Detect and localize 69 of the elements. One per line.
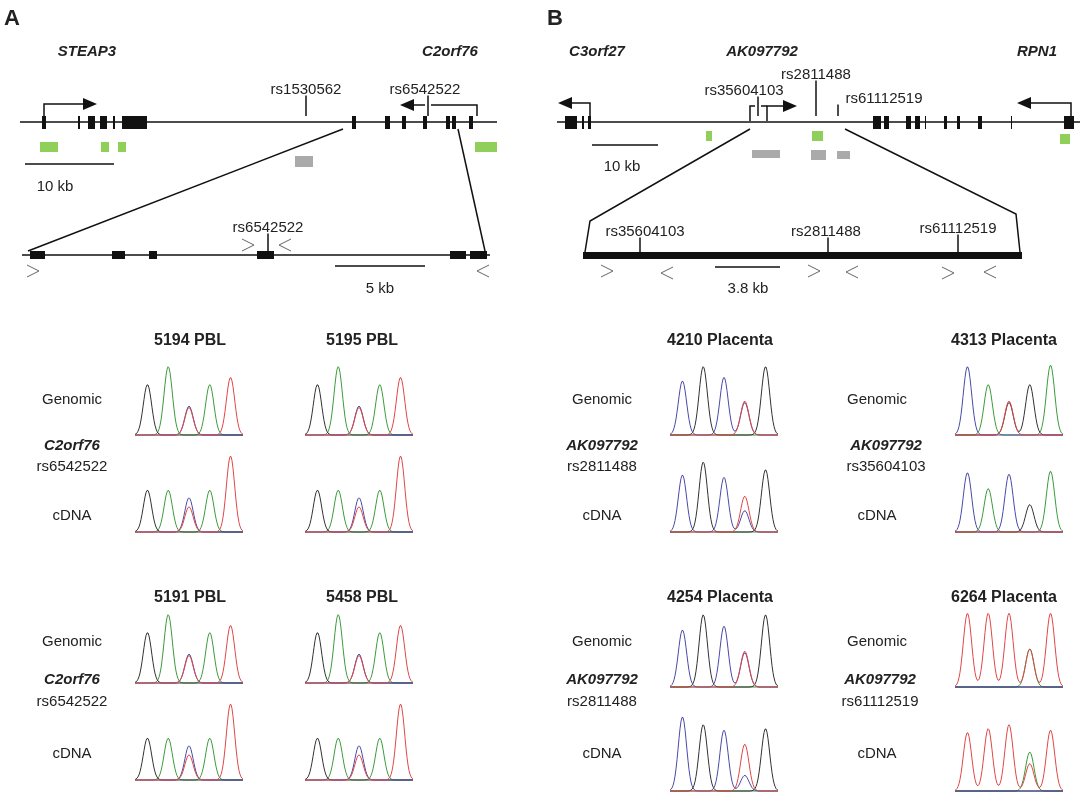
sample-title: 4313 Placenta <box>951 332 1057 348</box>
leader-line <box>957 233 959 253</box>
leader-line <box>639 236 641 253</box>
snp-label: rs6542522 <box>232 218 304 234</box>
gene-name: AK097792 <box>850 436 922 452</box>
gene-name: AK097792 <box>726 42 798 58</box>
gene-name: AK097792 <box>566 670 638 686</box>
leader-line <box>815 79 817 117</box>
scale-label: 10 kb <box>603 157 641 173</box>
row-label: Genomic <box>847 632 907 648</box>
scale-label: 5 kb <box>365 279 395 295</box>
snp-label: rs1530562 <box>270 80 342 96</box>
snp-label: rs6542522 <box>36 457 108 473</box>
leader-line <box>305 94 307 117</box>
snp-label: rs35604103 <box>846 457 926 473</box>
leader-line <box>827 236 829 253</box>
row-label: cDNA <box>857 744 897 760</box>
zoom-guide-line <box>584 128 751 253</box>
snp-label: rs2811488 <box>781 65 851 81</box>
leader-line <box>267 232 269 252</box>
zoom-guide-line <box>457 128 486 252</box>
snp-label: rs35604103 <box>605 222 685 238</box>
row-label: Genomic <box>572 390 632 406</box>
snp-label: rs2811488 <box>567 457 637 473</box>
snp-label: rs35604103 <box>704 81 784 97</box>
snp-label: rs61112519 <box>841 692 919 708</box>
sample-title: 5194 PBL <box>154 332 226 348</box>
zoom-guide-line <box>844 128 1021 253</box>
gene-map-drawing <box>21 251 491 259</box>
row-label: cDNA <box>52 744 92 760</box>
sample-title: 6264 Placenta <box>951 589 1057 605</box>
panel-letter: B <box>547 7 563 29</box>
snp-label: rs6542522 <box>389 80 461 96</box>
row-label: cDNA <box>52 506 92 522</box>
snp-label: rs61112519 <box>919 219 997 235</box>
gene-map-drawing <box>19 116 498 129</box>
sample-title: 5458 PBL <box>326 589 398 605</box>
row-label: Genomic <box>42 632 102 648</box>
gene-map-drawing <box>583 252 1022 259</box>
sample-title: 5191 PBL <box>154 589 226 605</box>
leader-line <box>757 95 759 117</box>
gene-name: STEAP3 <box>57 42 117 58</box>
zoom-guide-line <box>27 128 344 252</box>
snp-label: rs2811488 <box>567 692 637 708</box>
row-label: Genomic <box>42 390 102 406</box>
gene-name: C2orf76 <box>44 670 100 686</box>
leader-line <box>837 103 839 117</box>
sample-title: 4210 Placenta <box>667 332 773 348</box>
row-label: cDNA <box>857 506 897 522</box>
panel-letter: A <box>4 7 20 29</box>
row-label: cDNA <box>582 744 622 760</box>
scale-label: 10 kb <box>36 177 74 193</box>
snp-label: rs61112519 <box>845 89 923 105</box>
sample-title: 4254 Placenta <box>667 589 773 605</box>
gene-name: RPN1 <box>1017 42 1057 58</box>
leader-line <box>427 94 429 117</box>
snp-label: rs2811488 <box>791 222 861 238</box>
row-label: Genomic <box>572 632 632 648</box>
gene-name: C2orf76 <box>44 436 100 452</box>
gene-name: AK097792 <box>844 670 916 686</box>
row-label: Genomic <box>847 390 907 406</box>
row-label: cDNA <box>582 506 622 522</box>
scale-label: 3.8 kb <box>727 279 769 295</box>
gene-name: AK097792 <box>566 436 638 452</box>
gene-map-drawing <box>556 116 1081 129</box>
gene-name: C2orf76 <box>422 42 478 58</box>
sample-title: 5195 PBL <box>326 332 398 348</box>
gene-name: C3orf27 <box>569 42 625 58</box>
snp-label: rs6542522 <box>36 692 108 708</box>
